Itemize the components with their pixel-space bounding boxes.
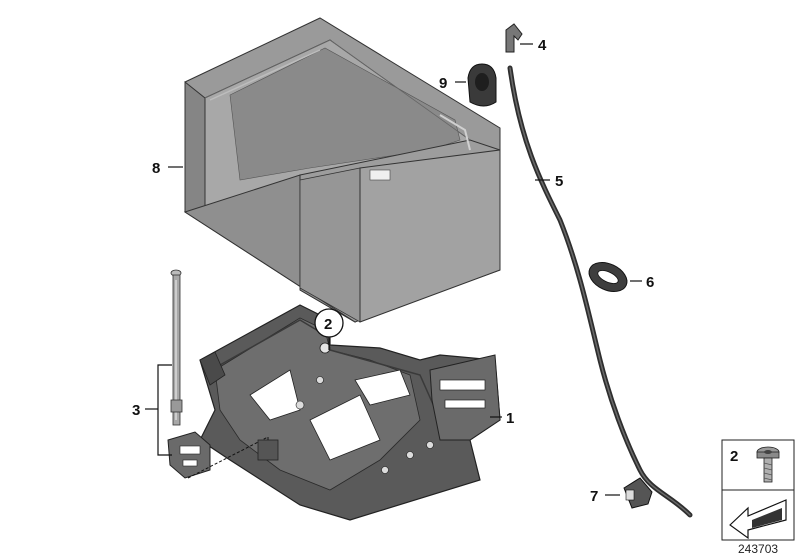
clamp-bracket (167, 431, 211, 479)
screw-icon (756, 446, 780, 483)
oval-grommet (588, 261, 628, 293)
hold-down-rod (170, 269, 183, 426)
callout-1: 1 (506, 410, 514, 427)
callout-8: 8 (152, 160, 160, 177)
callout-5: 5 (555, 173, 563, 190)
battery-tray-box (183, 17, 501, 323)
callout-7: 7 (590, 488, 598, 505)
leader-bracket-3 (157, 364, 172, 456)
end-fitting (623, 477, 653, 509)
callout-4: 4 (538, 37, 547, 54)
callout-2: 2 (324, 316, 332, 333)
arrow-icon (729, 499, 787, 540)
callout-3: 3 (132, 402, 140, 419)
callout-6: 6 (646, 274, 654, 291)
elbow-fitting (505, 23, 523, 53)
legend-part-number: 2 (730, 448, 738, 465)
drawing-number: 243703 (738, 542, 778, 556)
battery-carrier (199, 304, 501, 521)
callout-9: 9 (439, 75, 447, 92)
vent-hose (507, 65, 693, 518)
legend-box: 2 (721, 439, 795, 541)
grommet (467, 63, 497, 107)
callout-2-circle (314, 308, 344, 338)
